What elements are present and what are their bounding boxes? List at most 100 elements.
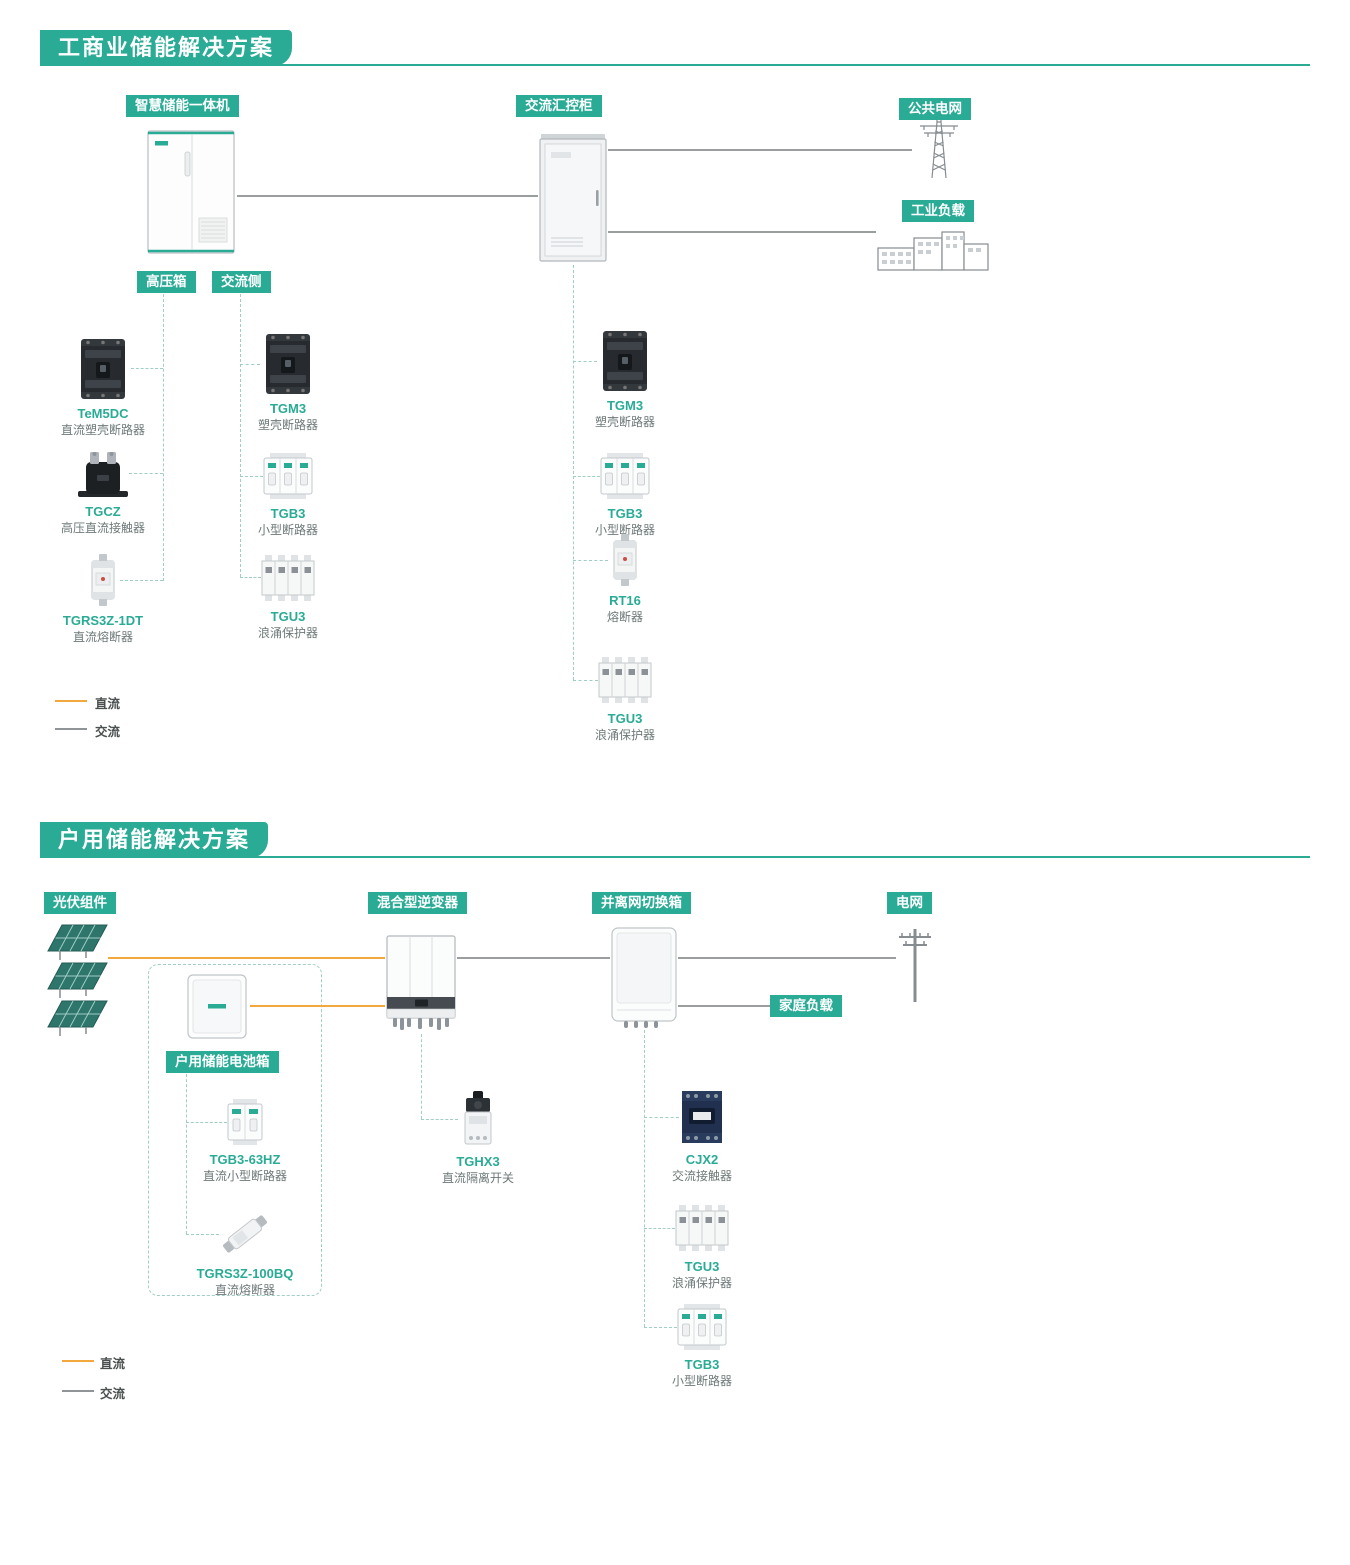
product-name: TGB3: [270, 506, 306, 521]
factory-icon: [876, 228, 990, 277]
section1-title: 工商业储能解决方案: [40, 30, 293, 66]
product-name: TGHX3: [456, 1154, 500, 1169]
dash-cabinet-trunk: [573, 265, 574, 680]
label-ac-cabinet: 交流汇控柜: [516, 95, 602, 117]
ac-contactor-icon: [679, 1088, 725, 1146]
product-rt16: RT16 熔断器: [560, 533, 690, 625]
mccb-icon: [597, 330, 653, 392]
switchbox-image: [610, 926, 678, 1034]
line-switchbox-to-homeload: [678, 1005, 770, 1007]
storage-cabinet-image: [145, 126, 237, 263]
product-tgu3-acside: TGU3 浪涌保护器: [223, 553, 353, 641]
label-public-grid: 公共电网: [899, 98, 971, 120]
spd-icon: [261, 553, 315, 603]
product-name: TGU3: [270, 609, 306, 624]
spd-icon: [675, 1203, 729, 1253]
product-name: TGRS3Z-100BQ: [196, 1266, 294, 1281]
product-name: TGM3: [606, 398, 644, 413]
ac-cabinet-image: [538, 132, 608, 270]
dash-stub: [186, 1122, 227, 1123]
mcb-icon: [263, 452, 313, 500]
label-storage-machine: 智慧储能一体机: [126, 95, 239, 117]
dash-inverter-trunk: [421, 1034, 422, 1119]
dash-stub: [644, 1327, 677, 1328]
fuse-icon: [608, 533, 642, 587]
label-battery-box: 户用储能电池箱: [166, 1051, 279, 1073]
product-tgb3-home: TGB3 小型断路器: [637, 1303, 767, 1389]
product-name: TGB3-63HZ: [209, 1152, 281, 1167]
dash-stub: [240, 364, 260, 365]
product-desc: 直流熔断器: [72, 630, 133, 644]
product-tgb3-63hz: TGB3-63HZ 直流小型断路器: [180, 1098, 310, 1184]
product-desc: 小型断路器: [594, 523, 655, 537]
mccb-icon: [75, 338, 131, 400]
product-cjx2: CJX2 交流接触器: [637, 1088, 767, 1184]
product-desc: 塑壳断路器: [594, 415, 655, 429]
inverter-image: [385, 933, 457, 1038]
dash-stub: [573, 560, 608, 561]
dash-switchbox-trunk: [644, 1030, 645, 1327]
dash-stub: [129, 473, 163, 474]
utility-pole-icon: [896, 925, 934, 1008]
fuse-diagonal-icon: [219, 1208, 271, 1260]
product-desc: 交流接触器: [671, 1169, 732, 1183]
label-industrial-load: 工业负载: [902, 200, 974, 222]
product-name: TGB3: [684, 1357, 720, 1372]
line-switchbox-to-grid: [678, 957, 896, 959]
product-tgb3-cabinet: TGB3 小型断路器: [560, 452, 690, 538]
mccb-icon: [260, 333, 316, 395]
label-ac-side: 交流侧: [212, 271, 271, 293]
label-pv-modules: 光伏组件: [44, 892, 116, 914]
battery-box-outline: [148, 964, 322, 1296]
legend-ac-label: 交流: [95, 725, 121, 739]
legend-ac-swatch: [55, 728, 87, 730]
product-desc: 直流隔离开关: [441, 1171, 514, 1185]
product-tgrs3z-1dt: TGRS3Z-1DT 直流熔断器: [38, 553, 168, 645]
legend-dc-label: 直流: [95, 697, 121, 711]
dash-stub: [573, 361, 597, 362]
product-desc: 浪涌保护器: [257, 626, 318, 640]
dash-stub: [120, 580, 163, 581]
product-name: TGM3: [269, 401, 307, 416]
product-name: CJX2: [685, 1152, 719, 1167]
section2-title: 户用储能解决方案: [40, 822, 269, 858]
label-hv-box: 高压箱: [137, 271, 196, 293]
product-name: TeM5DC: [77, 406, 129, 421]
product-tgcz: TGCZ 高压直流接触器: [38, 450, 168, 536]
fuse-icon: [86, 553, 120, 607]
label-grid: 电网: [887, 892, 932, 914]
product-desc: 浪涌保护器: [671, 1276, 732, 1290]
product-name: TGU3: [607, 711, 643, 726]
product-tgrs3z-100bq: TGRS3Z-100BQ 直流熔断器: [180, 1208, 310, 1298]
dash-battery-trunk: [186, 1074, 187, 1234]
section1-title-rule: [40, 64, 1310, 66]
product-name: TGU3: [684, 1259, 720, 1274]
legend-dc-swatch: [62, 1360, 94, 1362]
product-tgm3-acside: TGM3 塑壳断路器: [223, 333, 353, 433]
dash-stub: [131, 368, 163, 369]
line-battery-to-inverter: [250, 1005, 385, 1007]
dash-hvbox-trunk: [163, 294, 164, 581]
product-tgb3-acside: TGB3 小型断路器: [223, 452, 353, 538]
section2-title-rule: [40, 856, 1310, 858]
dash-stub: [573, 476, 600, 477]
product-tem5dc: TeM5DC 直流塑壳断路器: [38, 338, 168, 438]
product-desc: 直流小型断路器: [202, 1169, 287, 1183]
product-name: TGRS3Z-1DT: [62, 613, 144, 628]
dash-stub: [573, 680, 598, 681]
product-name: TGB3: [607, 506, 643, 521]
dash-stub: [644, 1117, 679, 1118]
product-tgm3-cabinet: TGM3 塑壳断路器: [560, 330, 690, 430]
dash-stub: [186, 1234, 219, 1235]
product-desc: 小型断路器: [671, 1374, 732, 1388]
product-tgu3-cabinet: TGU3 浪涌保护器: [560, 655, 690, 743]
product-tghx3: TGHX3 直流隔离开关: [413, 1090, 543, 1186]
solar-panel-icon: [46, 1000, 108, 1045]
product-desc: 直流塑壳断路器: [60, 423, 145, 437]
battery-wallbox-image: [186, 973, 248, 1046]
dash-stub: [644, 1228, 675, 1229]
line-machine-to-cabinet: [237, 195, 538, 197]
product-name: RT16: [609, 593, 641, 608]
label-home-load: 家庭负载: [770, 995, 842, 1017]
transmission-tower-icon: [912, 112, 966, 185]
